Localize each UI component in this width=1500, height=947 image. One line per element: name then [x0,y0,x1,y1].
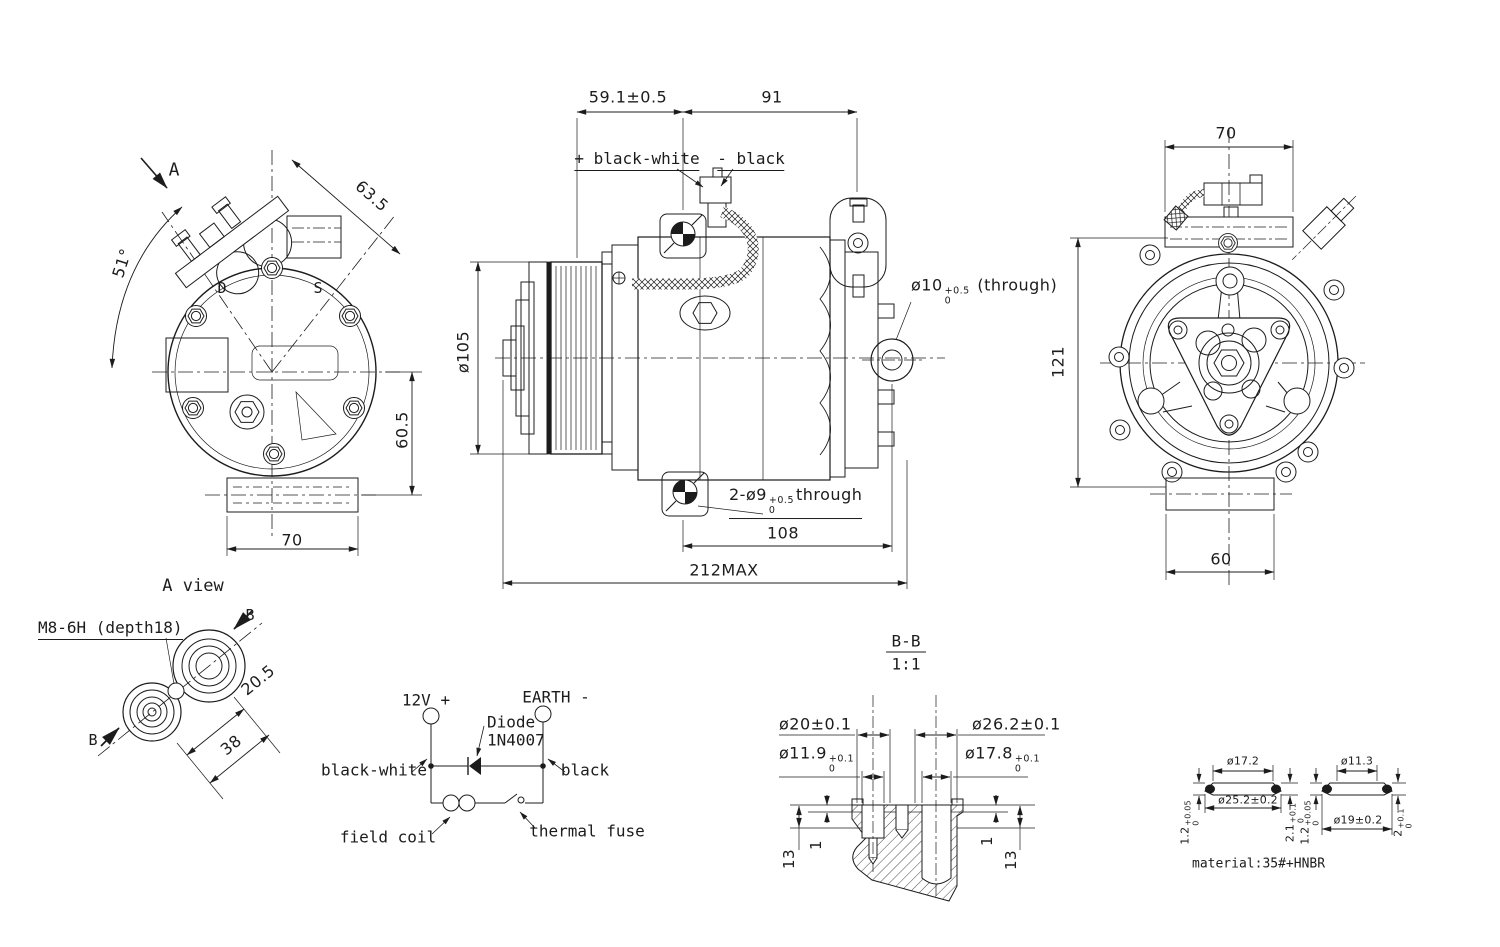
section-bb-title: B-B [891,631,921,651]
dim-60: 60 [1210,549,1232,569]
gasket-right-edge-tol-lower: 0 [1405,823,1414,829]
gasket-right-section [1321,782,1393,796]
dia-10-suffix: (through) [977,275,1058,295]
dim-108: 108 [766,523,800,543]
section-bb-scale: 1:1 [891,654,921,674]
material-note-label: material:35#+HNBR [1192,856,1326,872]
gasket-right-thickness-tol-lower: 0 [1312,820,1321,826]
dim-59-1: 59.1±0.5 [588,87,668,107]
field-coil-label: field coil [339,827,437,847]
section-bb-drawing [779,651,1045,902]
dia-11-9-value: ø11.9 [779,743,827,763]
dim-20-5: 20.5 [237,660,279,700]
dim-dia-105: ø105 [453,330,473,374]
dim-60-5: 60.5 [392,411,412,449]
discharge-port-label: D [217,279,227,297]
dia-10-tol-upper: +0.5 [944,285,970,297]
dia-10-value: ø10 [911,275,943,295]
gasket-left-edge-value: 2.1 [1283,824,1297,843]
dim-1-left: 1 [807,839,825,851]
dia-10-tol-lower: 0 [944,295,952,307]
dim-38: 38 [216,730,246,760]
gasket-left-outer-dia: ø25.2±0.2 [1218,793,1278,807]
dia-17-8-tol-lower: 0 [1014,763,1022,775]
dim-121: 121 [1048,345,1068,379]
circuit-diagram [411,705,566,835]
diode-type-label: 1N4007 [487,730,545,750]
front-view-drawing [1070,128,1365,588]
a-view-drawing [109,150,422,556]
thread-note-label: M8-6H (depth18) [38,618,183,640]
dim-13-left: 13 [780,848,798,870]
gasket-details-drawing [1193,765,1406,835]
negative-wire-label: - black [717,149,785,171]
gasket-right-outer-dia: ø19±0.2 [1333,813,1383,827]
a-view-caption: A view [162,576,224,596]
thermal-fuse-symbol [504,793,518,804]
dim-dia-20: ø20±0.1 [779,714,852,734]
section-b-label-top: B [245,606,255,624]
dia-9-tol-upper: +0.5 [768,495,794,507]
dia-17-8-value: ø17.8 [965,743,1013,763]
dim-dia-26-2: ø26.2±0.1 [972,714,1061,734]
diode-symbol [469,757,481,775]
pulley [550,261,603,455]
diode-name-label: Diode [487,712,536,732]
dia-11-9-tol-upper: +0.1 [828,753,854,765]
gasket-left-thickness-value: 1.2 [1178,826,1192,845]
gasket-right-inner-dia: ø11.3 [1340,754,1374,768]
section-b-label-bottom: B [88,731,98,749]
gasket-left-section [1204,782,1282,796]
rear-port-boss [829,197,887,288]
gasket-left-inner-dia: ø17.2 [1226,754,1260,768]
port-detail-drawing [97,610,281,800]
circuit-positive-wire-label: black-white [321,760,427,780]
gasket-left-thickness-tol-lower: 0 [1192,820,1201,826]
gasket-right-thickness-value: 1.2 [1298,826,1312,845]
side-view-drawing [470,109,945,589]
suction-port-label: S [313,279,323,297]
dim-70-left: 70 [281,530,303,550]
dim-1-right: 1 [978,835,996,847]
dim-212max: 212MAX [689,560,759,580]
dia-9-suffix: through [796,485,863,505]
dia-9-value: 2-ø9 [729,485,767,505]
dim-63-5: 63.5 [351,176,393,216]
positive-wire-label: + black-white [574,149,700,171]
circuit-negative-wire-label: black [560,760,610,780]
thermal-fuse-label: thermal fuse [529,821,645,841]
dim-70-right: 70 [1215,123,1237,143]
supply-label: 12V + [401,690,451,710]
view-a-label: A [168,159,180,181]
dim-angle-51: 51° [108,245,136,281]
gasket-right-edge-value: 2 [1391,829,1405,837]
dia-17-8-tol-upper: +0.1 [1014,753,1040,765]
wire-sheath [632,206,759,290]
dim-13-right: 13 [1002,849,1020,871]
dim-91: 91 [761,87,783,107]
earth-label: EARTH - [522,687,590,707]
dia-11-9-tol-lower: 0 [828,763,836,775]
dia-9-tol-lower: 0 [768,505,776,516]
view-a-arrow [140,157,168,189]
